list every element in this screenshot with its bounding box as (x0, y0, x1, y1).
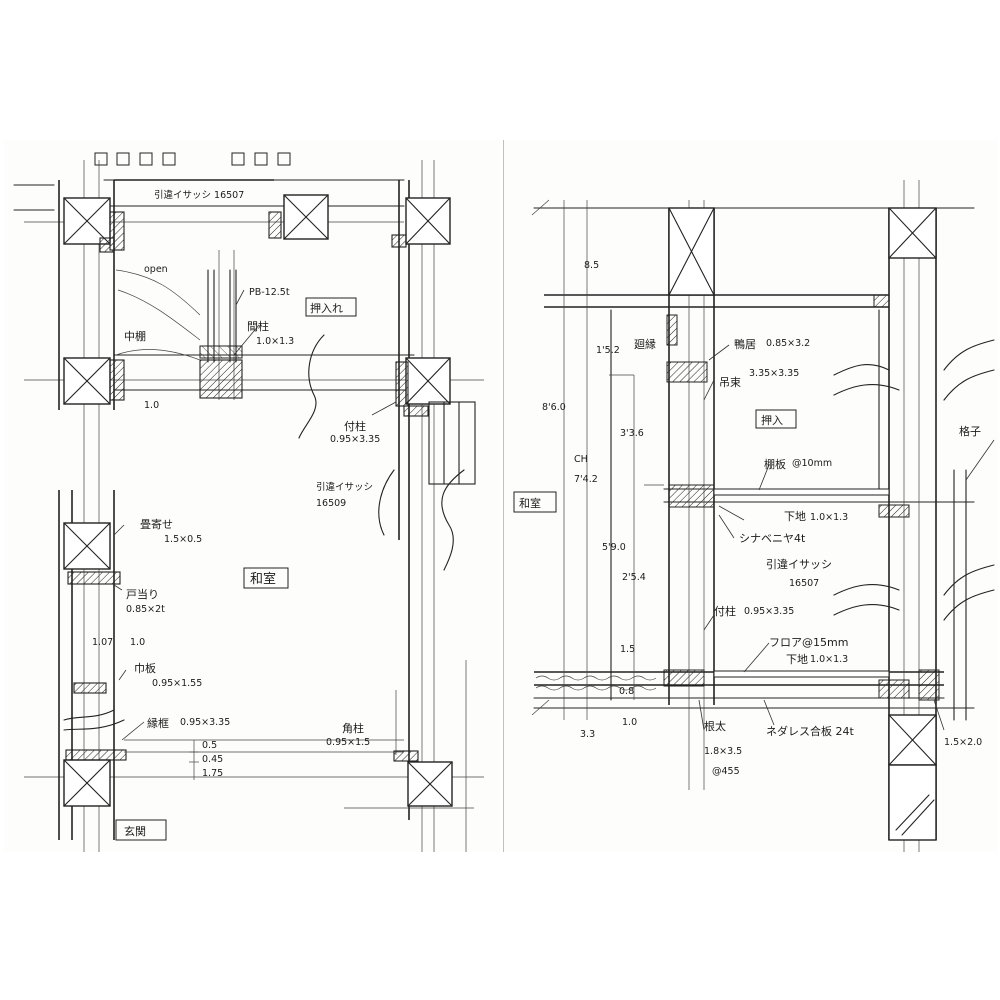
label-toatari: 戸当り (126, 587, 159, 601)
label-sash-right: 引違イサッシ (316, 481, 373, 493)
label-sash-top: 引違イサッシ 16507 (154, 189, 244, 201)
label-mabashira: 間柱 (247, 319, 269, 333)
label-kamoi-size: 0.85×3.2 (766, 338, 810, 349)
columns (63, 194, 453, 807)
hatched-members (65, 211, 429, 762)
box-genkan (115, 819, 167, 841)
top-squares (94, 152, 291, 166)
box-oshiire (305, 297, 357, 317)
label-shitaji-size: 1.0×1.3 (810, 512, 848, 523)
label-floor: フロア@15mm (769, 636, 848, 649)
label-d-152: 1'5.2 (596, 345, 620, 356)
label-koshi: 格子 (959, 424, 981, 438)
label-ch: CH (574, 454, 588, 465)
label-kakubashira-size: 0.95×1.5 (326, 737, 370, 748)
label-open: open (144, 264, 168, 275)
section-sheet: 8.5 1'5.2 廻縁 鴨居 0.85×3.2 吊束 3.35×3.35 8'… (503, 140, 998, 852)
section-curves (833, 339, 995, 621)
label-d-33: 3.3 (580, 729, 595, 740)
label-mawaribuchi: 廻縁 (634, 337, 656, 351)
grid-lines (24, 160, 484, 852)
label-haba-size: 0.95×1.55 (152, 678, 202, 689)
label-sash-num: 16507 (789, 578, 819, 589)
label-d-85: 8.5 (584, 260, 599, 271)
label-sash-right-num: 16509 (316, 498, 346, 509)
label-kamoi: 鴨居 (734, 337, 756, 351)
label-shitaji: 下地 (784, 510, 806, 523)
box-oshiire-section (755, 409, 797, 429)
label-neda-size: 1.8×3.5 (704, 746, 742, 757)
label-tatamiyose: 畳寄せ (140, 517, 173, 531)
label-floor-shitaji: 下地 (786, 653, 808, 666)
label-haba: 巾板 (134, 661, 156, 675)
label-plywood: ネダレス合板 24t (766, 724, 854, 738)
label-d-107: 1.07 (92, 637, 113, 648)
label-d-36: 3'3.6 (620, 428, 644, 439)
dimension-marks (531, 199, 664, 716)
label-tsurizuka-size: 3.35×3.35 (749, 368, 799, 379)
plan-labels: 引違イサッシ 16507 open PB-12.5t 押入れ 中棚 間柱 1.0… (92, 189, 380, 841)
floor-wave (535, 675, 657, 691)
level-lines (533, 207, 975, 709)
label-enkou: 縁框 (147, 716, 169, 730)
label-kakubashira: 角柱 (342, 721, 364, 735)
box-washitsu (243, 567, 289, 589)
label-d-254: 2'5.4 (622, 572, 646, 583)
label-tsukebashira: 付柱 (344, 419, 366, 433)
leader-lines (113, 289, 397, 741)
label-tanaita: 棚板 (764, 457, 786, 471)
label-tsurizuka: 吊束 (719, 376, 741, 389)
label-tatamiyose-size: 1.5×0.5 (164, 534, 202, 545)
label-d-175: 1.75 (202, 768, 223, 779)
label-shinabe: シナベニヤ4t (739, 532, 806, 545)
section-drawing: 8.5 1'5.2 廻縁 鴨居 0.85×3.2 吊束 3.35×3.35 8'… (513, 180, 995, 852)
label-d-860: 8'6.0 (542, 402, 566, 413)
label-d-05: 0.5 (202, 740, 217, 751)
section-columns (668, 207, 937, 841)
label-mabashira-size: 1.0×1.3 (256, 336, 294, 347)
label-oshiire-section: 押入 (761, 413, 783, 427)
box-washitsu-section (513, 491, 557, 513)
label-pb: PB-12.5t (249, 287, 290, 298)
label-oshiire: 押入れ (310, 301, 343, 315)
label-d-10b: 1.0 (130, 637, 145, 648)
label-d-1520: 1.5×2.0 (944, 737, 982, 748)
detail-lines (63, 269, 476, 852)
label-genkan: 玄関 (124, 824, 146, 838)
plan-sheet: 引違イサッシ 16507 open PB-12.5t 押入れ 中棚 間柱 1.0… (4, 140, 500, 852)
label-d-08: 0.8 (619, 686, 634, 697)
label-tsukebashira-section: 付柱 (714, 604, 736, 618)
label-neda-pitch: @455 (712, 766, 740, 777)
plan-drawing: 引違イサッシ 16507 open PB-12.5t 押入れ 中棚 間柱 1.0… (13, 152, 484, 852)
label-sash: 引違イサッシ (766, 557, 832, 571)
label-d-10: 1.0 (622, 717, 637, 728)
label-tsukebashira-section-size: 0.95×3.35 (744, 606, 794, 617)
label-toatari-size: 0.85×2t (126, 604, 165, 615)
label-d-045: 0.45 (202, 754, 223, 765)
section-labels: 8.5 1'5.2 廻縁 鴨居 0.85×3.2 吊束 3.35×3.35 8'… (513, 260, 982, 777)
label-dim-1: 1.0 (144, 400, 159, 411)
label-d-15: 1.5 (620, 644, 635, 655)
label-tanaita-pitch: @10mm (792, 458, 832, 469)
section-hatched (663, 294, 940, 701)
label-nakadana: 中棚 (124, 329, 146, 343)
label-enkou-size: 0.95×3.35 (180, 717, 230, 728)
label-neda: 根太 (704, 719, 726, 733)
label-d-590: 5'9.0 (602, 542, 626, 553)
label-tsukebashira-size: 0.95×3.35 (330, 434, 380, 445)
label-washitsu-section: 和室 (519, 496, 541, 510)
label-washitsu: 和室 (250, 571, 276, 587)
label-ch-val: 7'4.2 (574, 474, 598, 485)
section-leaders (698, 344, 995, 731)
label-floor-shitaji-size: 1.0×1.3 (810, 654, 848, 665)
